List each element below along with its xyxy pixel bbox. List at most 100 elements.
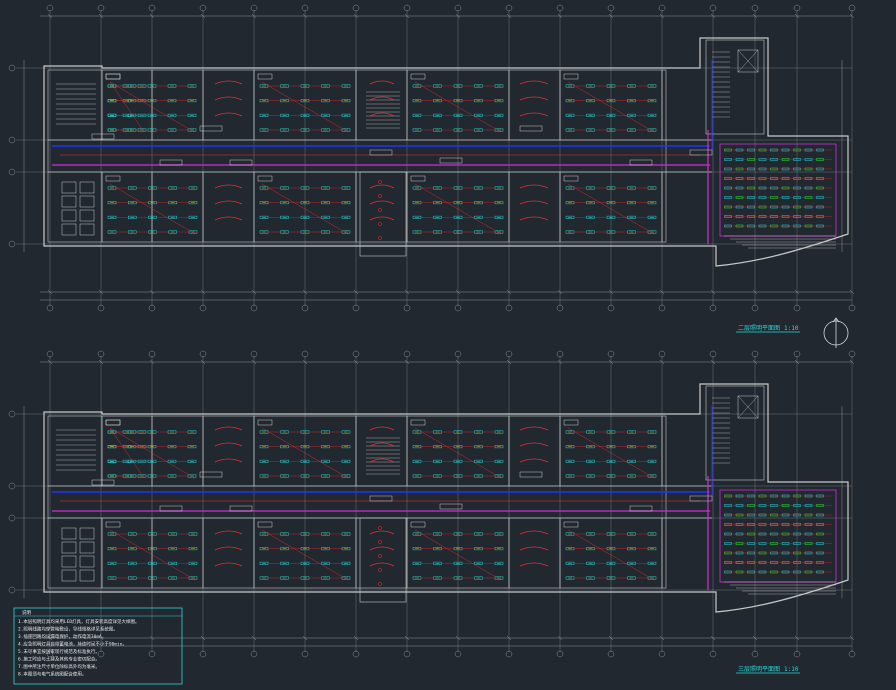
- diagonal-wire: [261, 427, 349, 479]
- dimension-tick: [455, 635, 461, 641]
- diagonal-wire: [109, 81, 195, 133]
- light-fixture: [188, 547, 198, 551]
- dimension-tick: [557, 359, 563, 365]
- light-fixture: [341, 532, 351, 536]
- light-fixture: [647, 84, 657, 88]
- grid-bubble: [97, 4, 105, 12]
- bracket-fixture: [369, 530, 395, 535]
- lower-plan-title: 三层照明平面图 1:10: [736, 666, 800, 674]
- room-tag: [563, 175, 579, 182]
- grid-bubble: [454, 650, 462, 658]
- bracket-fixture: [369, 546, 395, 551]
- light-fixture: [647, 474, 657, 478]
- bracket-fixture: [369, 458, 395, 463]
- light-fixture: [341, 547, 351, 551]
- grid-bubble: [556, 4, 564, 12]
- grid-bubble: [403, 350, 411, 358]
- bracket-fixture: [214, 96, 243, 101]
- grid-bubble: [403, 304, 411, 312]
- notes-title: 说明: [22, 609, 31, 616]
- dimension-tick: [849, 289, 855, 295]
- note-line: 7.图中所注尺寸单位除标高外均为毫米。: [18, 663, 100, 670]
- toilet-stall: [61, 541, 77, 554]
- light-fixture: [341, 186, 351, 190]
- downlight: [378, 540, 382, 544]
- grid-bubble: [148, 350, 156, 358]
- light-fixture: [647, 430, 657, 434]
- building-outline: [43, 383, 849, 613]
- dimension-tick: [506, 13, 512, 19]
- grid-bubble: [793, 304, 801, 312]
- note-line: 2.照明线路均穿管暗敷设，导线规格详见系统图。: [18, 626, 118, 633]
- diagonal-wire: [567, 529, 655, 581]
- bracket-fixture: [369, 80, 395, 85]
- dimension-tick: [752, 635, 758, 641]
- bracket-fixture: [369, 426, 395, 431]
- room-tag: [410, 521, 426, 528]
- light-fixture: [647, 201, 657, 205]
- diagonal-wire: [261, 529, 349, 581]
- dimension-tick: [404, 359, 410, 365]
- stair-enclosure: [359, 517, 407, 603]
- downlight: [378, 236, 382, 240]
- light-fixture: [494, 230, 504, 234]
- grid-bubble: [556, 350, 564, 358]
- dimension-tick: [849, 13, 855, 19]
- room-tag: [105, 73, 121, 80]
- light-fixture: [494, 561, 504, 565]
- grid-bubble: [848, 4, 856, 12]
- grid-bubble: [8, 514, 16, 522]
- bracket-fixture: [214, 184, 243, 189]
- light-fixture: [647, 230, 657, 234]
- dimension-tick: [557, 635, 563, 641]
- grid-bubble: [301, 304, 309, 312]
- toilet-stall: [79, 527, 95, 540]
- light-fixture: [494, 474, 504, 478]
- toilet-stall: [79, 555, 95, 568]
- bracket-fixture: [369, 442, 395, 447]
- circuit-tag: [369, 149, 393, 156]
- light-fixture: [647, 532, 657, 536]
- light-fixture: [647, 99, 657, 103]
- diagonal-wire: [109, 427, 145, 479]
- upper-plan-title-text: 二层照明平面图: [738, 325, 780, 332]
- light-fixture: [494, 445, 504, 449]
- toilet-stall: [61, 195, 77, 208]
- bracket-fixture: [214, 80, 243, 85]
- circuit-tag: [689, 495, 713, 502]
- bracket-fixture: [519, 112, 549, 117]
- dimension-tick: [849, 359, 855, 365]
- dimension-tick: [404, 13, 410, 19]
- dimension-tick: [659, 359, 665, 365]
- toilet-stall: [61, 527, 77, 540]
- light-fixture: [647, 186, 657, 190]
- dimension-tick: [353, 289, 359, 295]
- core-enclosure: [705, 385, 765, 481]
- dimension-tick: [455, 289, 461, 295]
- toilet-stall: [79, 223, 95, 236]
- dimension-tick: [455, 13, 461, 19]
- diagonal-wire: [567, 81, 655, 133]
- dimension-tick: [404, 635, 410, 641]
- toilet-stall: [61, 555, 77, 568]
- bracket-fixture: [214, 546, 243, 551]
- circuit-tag: [159, 505, 183, 512]
- bracket-fixture: [214, 216, 243, 221]
- dimension-tick: [752, 289, 758, 295]
- design-notes-table: 说明 1.本层照明灯具均采用LED灯具，灯具安装高度详见大样图。2.照明线路均穿…: [13, 607, 183, 685]
- grid-bubble: [848, 304, 856, 312]
- light-fixture: [341, 459, 351, 463]
- dimension-tick: [251, 359, 257, 365]
- stair-enclosure: [359, 171, 407, 257]
- light-fixture: [341, 445, 351, 449]
- dimension-tick: [302, 635, 308, 641]
- light-fixture: [341, 215, 351, 219]
- light-fixture: [341, 99, 351, 103]
- grid-bubble: [46, 650, 54, 658]
- light-fixture: [647, 128, 657, 132]
- grid-bubble: [454, 4, 462, 12]
- dimension-tick: [302, 13, 308, 19]
- dimension-tick: [251, 289, 257, 295]
- light-fixture: [187, 113, 197, 117]
- dimension-tick: [608, 359, 614, 365]
